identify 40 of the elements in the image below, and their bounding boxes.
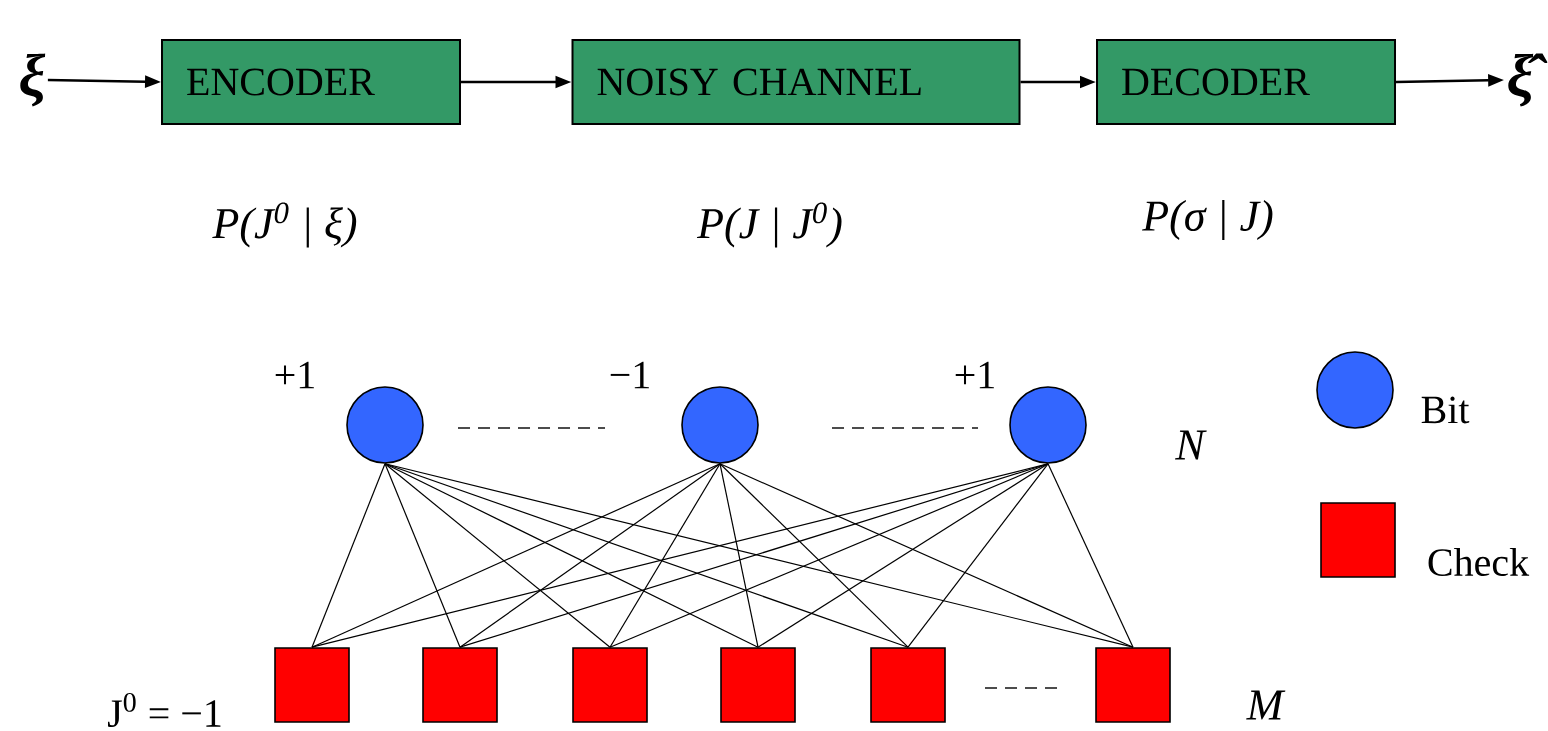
legend-label: Bit	[1421, 396, 1470, 424]
connection-line	[609, 463, 721, 648]
process-box: NOISY CHANNEL	[571, 39, 1021, 125]
connection-line	[719, 463, 759, 648]
connection-line	[384, 463, 759, 648]
symbol-text: ξ	[20, 53, 46, 107]
check-square	[274, 647, 350, 723]
value-label: J$^{0}$ = −1	[108, 692, 221, 727]
connection-line	[311, 463, 1049, 648]
formula-label: P(σ | J)	[1142, 200, 1273, 240]
formula-label: P(J$^{0}$ | ξ)	[212, 202, 357, 248]
bit-circle	[1009, 386, 1087, 464]
check-square	[572, 647, 648, 723]
connection-line	[311, 463, 721, 648]
legend-label: Check	[1428, 547, 1530, 577]
connection-line	[384, 463, 611, 648]
check-square	[1095, 647, 1171, 723]
process-box: DECODER	[1096, 39, 1396, 125]
bit-circle	[681, 386, 759, 464]
connection-line	[311, 463, 386, 648]
connection-line	[1047, 463, 1134, 648]
connection-line	[757, 463, 1049, 648]
value-label: +1	[275, 361, 314, 389]
check-square	[870, 647, 946, 723]
check-square	[422, 647, 498, 723]
connection-line	[384, 463, 461, 648]
connection-line	[459, 463, 721, 648]
process-box: ENCODER	[161, 39, 461, 125]
connection-line	[609, 463, 1049, 648]
value-label: +1	[955, 361, 994, 389]
connection-line	[719, 463, 1134, 648]
connection-line	[719, 463, 909, 648]
formula-label: P(J | J$^{0}$)	[696, 202, 842, 248]
check-square	[720, 647, 796, 723]
value-label: −1	[610, 361, 649, 389]
bit-circle	[346, 386, 424, 464]
formula-label: N	[1175, 430, 1207, 460]
connection-line	[907, 463, 1049, 648]
symbol-text: ξ̂	[1508, 53, 1548, 107]
formula-label: M	[1246, 690, 1286, 720]
